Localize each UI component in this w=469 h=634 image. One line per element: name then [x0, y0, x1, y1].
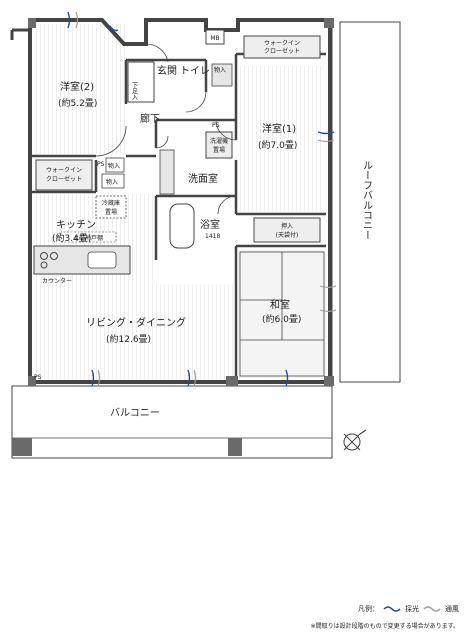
- balcony-label: バルコニー: [110, 407, 160, 419]
- living-area: (約12.6畳): [106, 333, 151, 345]
- storage-low-box: [101, 173, 125, 189]
- floor-western1: [238, 66, 324, 212]
- bathtub: [169, 203, 195, 249]
- pillars: [12, 18, 334, 456]
- stove-burner-2: [50, 252, 58, 260]
- kitchen-counter: [33, 245, 131, 275]
- mb-box: [205, 29, 225, 45]
- counter-label: カウンター: [42, 277, 72, 285]
- roof-balcony-area: [339, 21, 401, 383]
- washer-box: [205, 131, 233, 159]
- doors: [95, 43, 237, 215]
- stove-burner-1: [40, 252, 48, 260]
- light-legend-icon: [383, 606, 401, 612]
- ps-bottom-label: PS: [34, 374, 42, 381]
- shoe-storage-label: 下足入: [131, 82, 138, 100]
- light-marks: [67, 11, 335, 387]
- entrance-area: [127, 61, 155, 103]
- western2-name: 洋室(2): [60, 80, 94, 93]
- bathroom-label: 浴室: [200, 218, 220, 231]
- stove-burner-3: [40, 261, 48, 269]
- ext-left-step: [10, 28, 30, 40]
- oshiire-sub-label: (天袋付): [276, 231, 299, 239]
- floor-living: [36, 284, 236, 380]
- wic-top-label-1: ウォークイン: [264, 39, 300, 47]
- ps-center-label: PS: [212, 122, 220, 129]
- legend-prefix: 凡例：: [358, 605, 379, 613]
- tatami-lines: [239, 251, 325, 377]
- storage-low-label: 物入: [106, 178, 118, 186]
- legend: 凡例： 採光 通風: [358, 604, 459, 614]
- western1-area: (約7.0畳): [258, 139, 297, 151]
- vent-marks: [75, 11, 337, 387]
- toilet-label: トイレ: [180, 66, 210, 77]
- western1-name: 洋室(1): [262, 122, 296, 135]
- wic-top-label-2: クローゼット: [264, 47, 300, 55]
- japanese-area: (約6.0畳): [262, 313, 301, 325]
- storage-top-label: 物入: [214, 66, 226, 74]
- upper-cabinet-box: [59, 231, 117, 243]
- roof-balcony-label: ルーフバルコニー: [361, 160, 373, 240]
- kitchen-sink: [87, 251, 117, 269]
- storage-mid-box: [105, 157, 125, 173]
- western2-area: (約5.2畳): [58, 97, 97, 109]
- wic-top-box: [243, 35, 321, 59]
- floor-western2: [36, 24, 128, 154]
- hallway-label: 廊下: [140, 112, 160, 125]
- legend-light: 採光: [405, 605, 419, 613]
- bathroom-size: 1418: [205, 233, 220, 240]
- vent-legend-icon: [423, 606, 441, 612]
- ps-left-label: PS: [97, 161, 105, 168]
- washer-label-2: 置場: [213, 146, 225, 154]
- fridge-label-2: 置場: [105, 208, 117, 216]
- toilet-fixture: [211, 63, 233, 87]
- washroom-counter: [159, 149, 175, 195]
- floor-plan: ウォークイン クローゼット MB 下足入 玄関 トイレ 物入 廊下 洗濯機 置場…: [10, 11, 401, 459]
- fridge-label-1: 冷蔵庫: [102, 199, 120, 207]
- disclaimer-note: ※間取りは設計段階のもので変更する場合があります。: [310, 623, 459, 630]
- wic-left-label-2: クローゼット: [46, 175, 82, 183]
- japanese-name: 和室: [270, 298, 290, 311]
- washroom-label: 洗面室: [188, 172, 218, 185]
- kitchen-name: キッチン: [56, 219, 96, 231]
- living-name: リビング・ダイニング: [86, 316, 186, 329]
- entrance-label: 玄関: [157, 64, 177, 77]
- mb-label: MB: [210, 35, 219, 42]
- wic-left-box: [35, 159, 93, 191]
- kitchen-area: (約3.4畳): [52, 232, 91, 244]
- legend-vent: 通風: [445, 605, 459, 613]
- storage-mid-label: 物入: [108, 162, 120, 170]
- upper-cabinet-label: 上部吊戸棚: [73, 234, 103, 242]
- fridge-box: [95, 195, 127, 219]
- balcony-area: [11, 385, 333, 459]
- oshiire-box: [253, 217, 321, 243]
- compass-icon: [343, 429, 367, 451]
- washer-label-1: 洗濯機: [210, 137, 228, 145]
- oshiire-label: 押入: [281, 222, 293, 230]
- wic-left-label-1: ウォークイン: [46, 166, 82, 174]
